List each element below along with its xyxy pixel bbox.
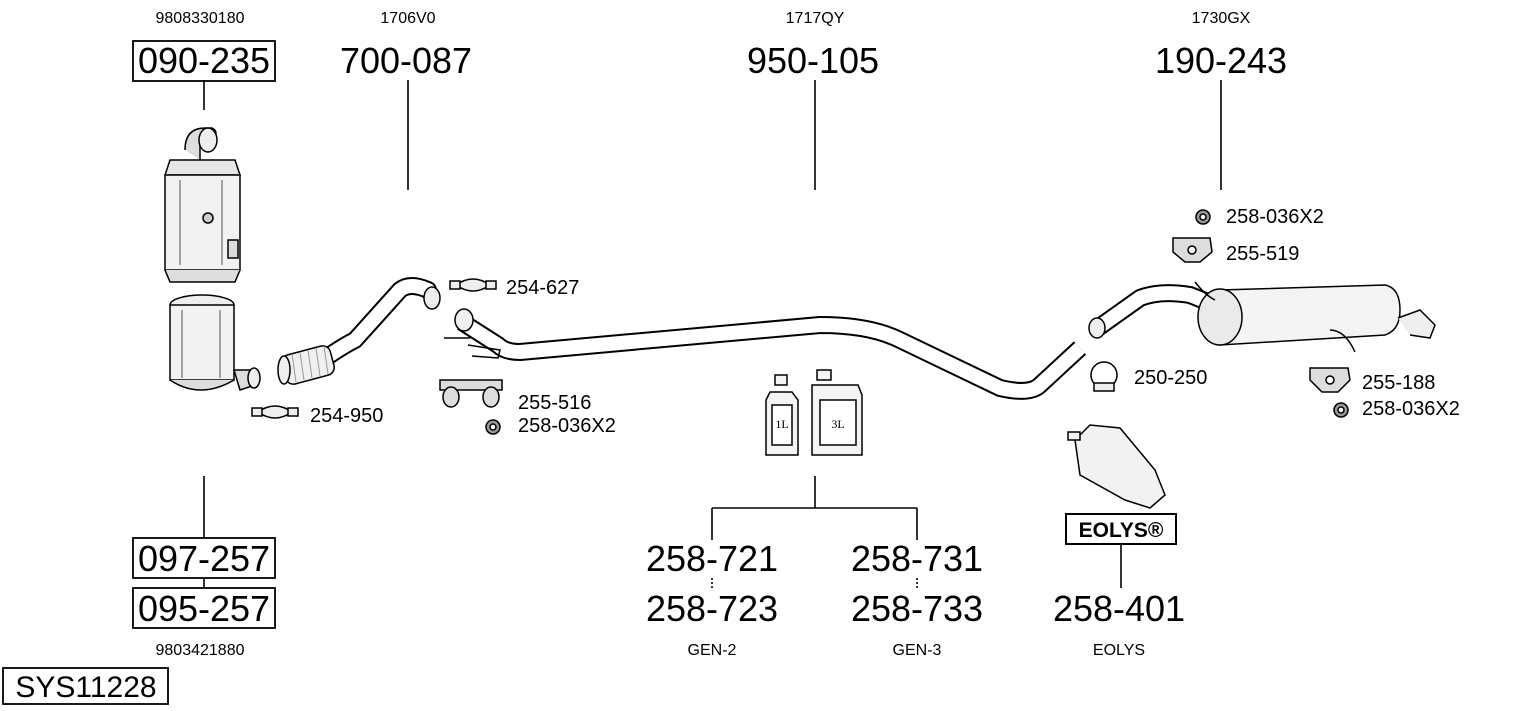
rubber-front-icon: [485, 419, 501, 435]
bottle-1l-label: 1L: [775, 417, 788, 431]
leader-lines: [203, 80, 1222, 588]
label-hanger-front[interactable]: 255-516: [518, 392, 591, 414]
box-097-257: [132, 537, 276, 579]
label-clamp-front[interactable]: 254-950: [310, 405, 383, 427]
dpf-illustration: [163, 127, 242, 283]
part-number-dpf[interactable]: 090-235: [138, 40, 270, 81]
label-clamp-rear[interactable]: 250-250: [1134, 367, 1207, 389]
hanger-255-188-icon: [1309, 367, 1351, 393]
front-pipe-illustration: [277, 277, 441, 385]
part-number-rear-silencer[interactable]: 190-243: [1155, 40, 1287, 81]
label-rubber-top[interactable]: 258-036X2: [1226, 206, 1324, 228]
part-number-cat-b[interactable]: 095-257: [138, 588, 270, 629]
label-rubber-front[interactable]: 258-036X2: [518, 415, 616, 437]
eolys-label: EOLYS: [1093, 642, 1145, 659]
part-number-gen2-b[interactable]: 258-723: [646, 588, 778, 629]
oe-label-dpf: 9808330180: [156, 10, 245, 27]
clamp-254-627-icon: [449, 278, 497, 292]
oe-label-rear-silencer: 1730GX: [1192, 10, 1251, 27]
oe-label-middle-pipe: 1717QY: [786, 10, 845, 27]
hanger-255-516-icon: [439, 379, 503, 408]
eolys-logo: EOLYS®: [1079, 519, 1164, 542]
label-hanger-rear[interactable]: 255-188: [1362, 372, 1435, 394]
oe-label-front-pipe: 1706V0: [380, 10, 435, 27]
hanger-255-519-icon: [1172, 237, 1213, 263]
part-number-front-pipe[interactable]: 700-087: [340, 40, 472, 81]
box-095-257: [132, 587, 276, 629]
rubber-top-icon: [1195, 209, 1211, 225]
part-number-middle-pipe[interactable]: 950-105: [747, 40, 879, 81]
part-number-gen3-b[interactable]: 258-733: [851, 588, 983, 629]
rear-silencer-illustration: [1088, 281, 1436, 353]
part-number-cat-a[interactable]: 097-257: [138, 538, 270, 579]
rubber-rear-icon: [1333, 402, 1349, 418]
label-rubber-rear[interactable]: 258-036X2: [1362, 398, 1460, 420]
box-090-235: [132, 40, 276, 82]
middle-pipe-illustration: [444, 308, 1087, 400]
eolys-logo-box: [1065, 513, 1177, 545]
gen3-label: GEN-3: [893, 642, 942, 659]
oe-label-cat: 9803421880: [156, 642, 245, 659]
label-hanger-top[interactable]: 255-519: [1226, 243, 1299, 265]
clamp-250-250-icon: [1090, 361, 1118, 392]
part-number-gen2-a[interactable]: 258-721: [646, 538, 778, 579]
catalyst-illustration: [169, 294, 261, 391]
system-id: SYS11228: [15, 671, 156, 704]
eolys-bag-icon: [1067, 424, 1166, 509]
gen2-label: GEN-2: [688, 642, 737, 659]
label-clamp-mid[interactable]: 254-627: [506, 277, 579, 299]
bottle-1l-icon: [765, 374, 799, 456]
part-number-gen3-a[interactable]: 258-731: [851, 538, 983, 579]
clamp-254-950-icon: [251, 405, 299, 419]
part-number-eolys[interactable]: 258-401: [1053, 588, 1185, 629]
bottle-3l-label: 3L: [831, 417, 844, 431]
box-system-id: [2, 667, 169, 705]
bottle-3l-icon: [811, 369, 863, 456]
